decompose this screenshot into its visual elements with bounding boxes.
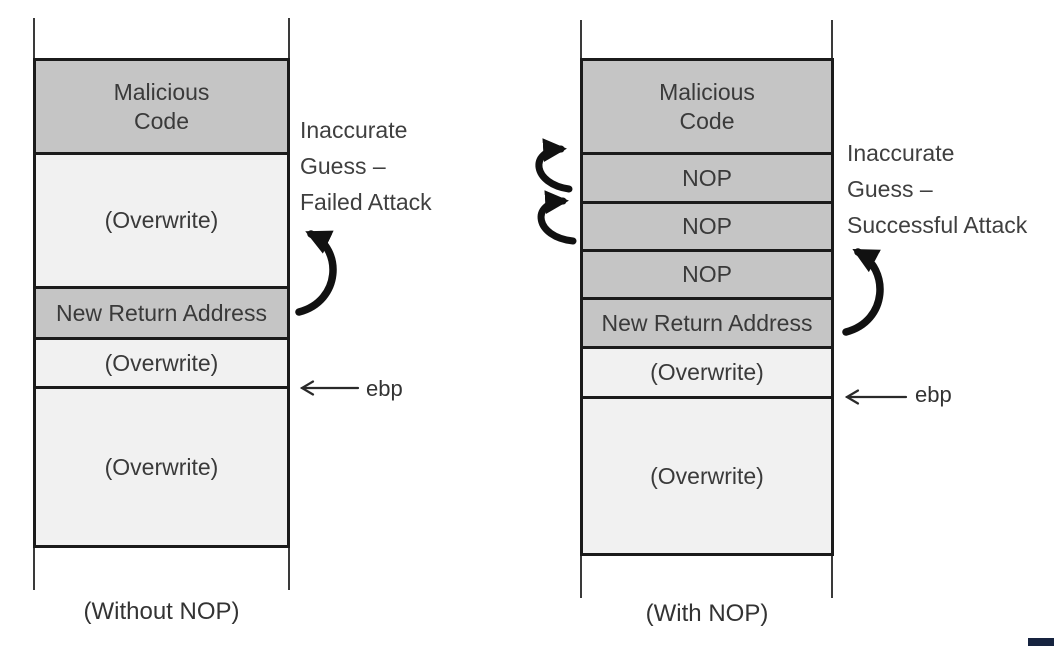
left-ebp-arrow — [299, 380, 360, 396]
right-stack: Malicious Code NOP NOP NOP New Return Ad… — [580, 58, 834, 556]
left-stack-rail-top-right — [288, 18, 290, 58]
successful-attack-curved-arrow — [842, 248, 884, 336]
left-segment-new-return-address: New Return Address — [36, 286, 287, 337]
left-stack-rail-top-left — [33, 18, 35, 58]
segment-label: (Overwrite) — [104, 453, 219, 480]
corner-square-fragment — [1028, 638, 1054, 646]
right-stack-rail-top-right — [831, 20, 833, 58]
segment-label: Malicious Code — [659, 78, 755, 134]
right-ebp-arrow — [844, 389, 908, 405]
right-segment-overwrite-1: (Overwrite) — [583, 346, 831, 396]
right-segment-nop-3: NOP — [583, 249, 831, 297]
segment-label: (Overwrite) — [104, 349, 219, 376]
segment-label: NOP — [682, 164, 732, 191]
right-segment-new-return-address: New Return Address — [583, 297, 831, 346]
segment-label: Malicious Code — [113, 78, 210, 134]
left-segment-overwrite-1: (Overwrite) — [36, 152, 287, 286]
left-stack-rail-bottom-right — [288, 548, 290, 590]
nop-slide-arrow-1 — [535, 138, 573, 193]
right-stack-rail-top-left — [580, 20, 582, 58]
segment-label: (Overwrite) — [650, 462, 764, 489]
left-annotation-failed-attack: Inaccurate Guess – Failed Attack — [300, 117, 432, 215]
segment-label: (Overwrite) — [650, 359, 764, 386]
right-stack-rail-bottom-left — [580, 556, 582, 598]
segment-label: NOP — [682, 261, 732, 288]
segment-label: NOP — [682, 213, 732, 240]
right-ebp-label: ebp — [915, 382, 952, 407]
right-annotation-successful-attack: Inaccurate Guess – Successful Attack — [847, 140, 1028, 238]
left-segment-overwrite-2: (Overwrite) — [36, 337, 287, 386]
right-caption: (With NOP) — [645, 600, 769, 627]
right-segment-malicious-code: Malicious Code — [583, 61, 831, 152]
nop-slide-arrow-2 — [537, 190, 577, 245]
left-segment-malicious-code: Malicious Code — [36, 61, 287, 152]
right-segment-nop-2: NOP — [583, 201, 831, 249]
right-segment-nop-1: NOP — [583, 152, 831, 201]
left-segment-overwrite-3: (Overwrite) — [36, 386, 287, 545]
right-stack-rail-bottom-right — [831, 556, 833, 598]
segment-label: (Overwrite) — [104, 207, 219, 234]
segment-label: New Return Address — [56, 299, 267, 326]
left-ebp-label: ebp — [366, 376, 403, 401]
failed-attack-curved-arrow — [295, 230, 337, 316]
left-stack: Malicious Code (Overwrite) New Return Ad… — [33, 58, 290, 548]
left-caption: (Without NOP) — [83, 598, 240, 625]
right-segment-overwrite-2: (Overwrite) — [583, 396, 831, 553]
segment-label: New Return Address — [601, 309, 813, 336]
left-stack-rail-bottom-left — [33, 548, 35, 590]
